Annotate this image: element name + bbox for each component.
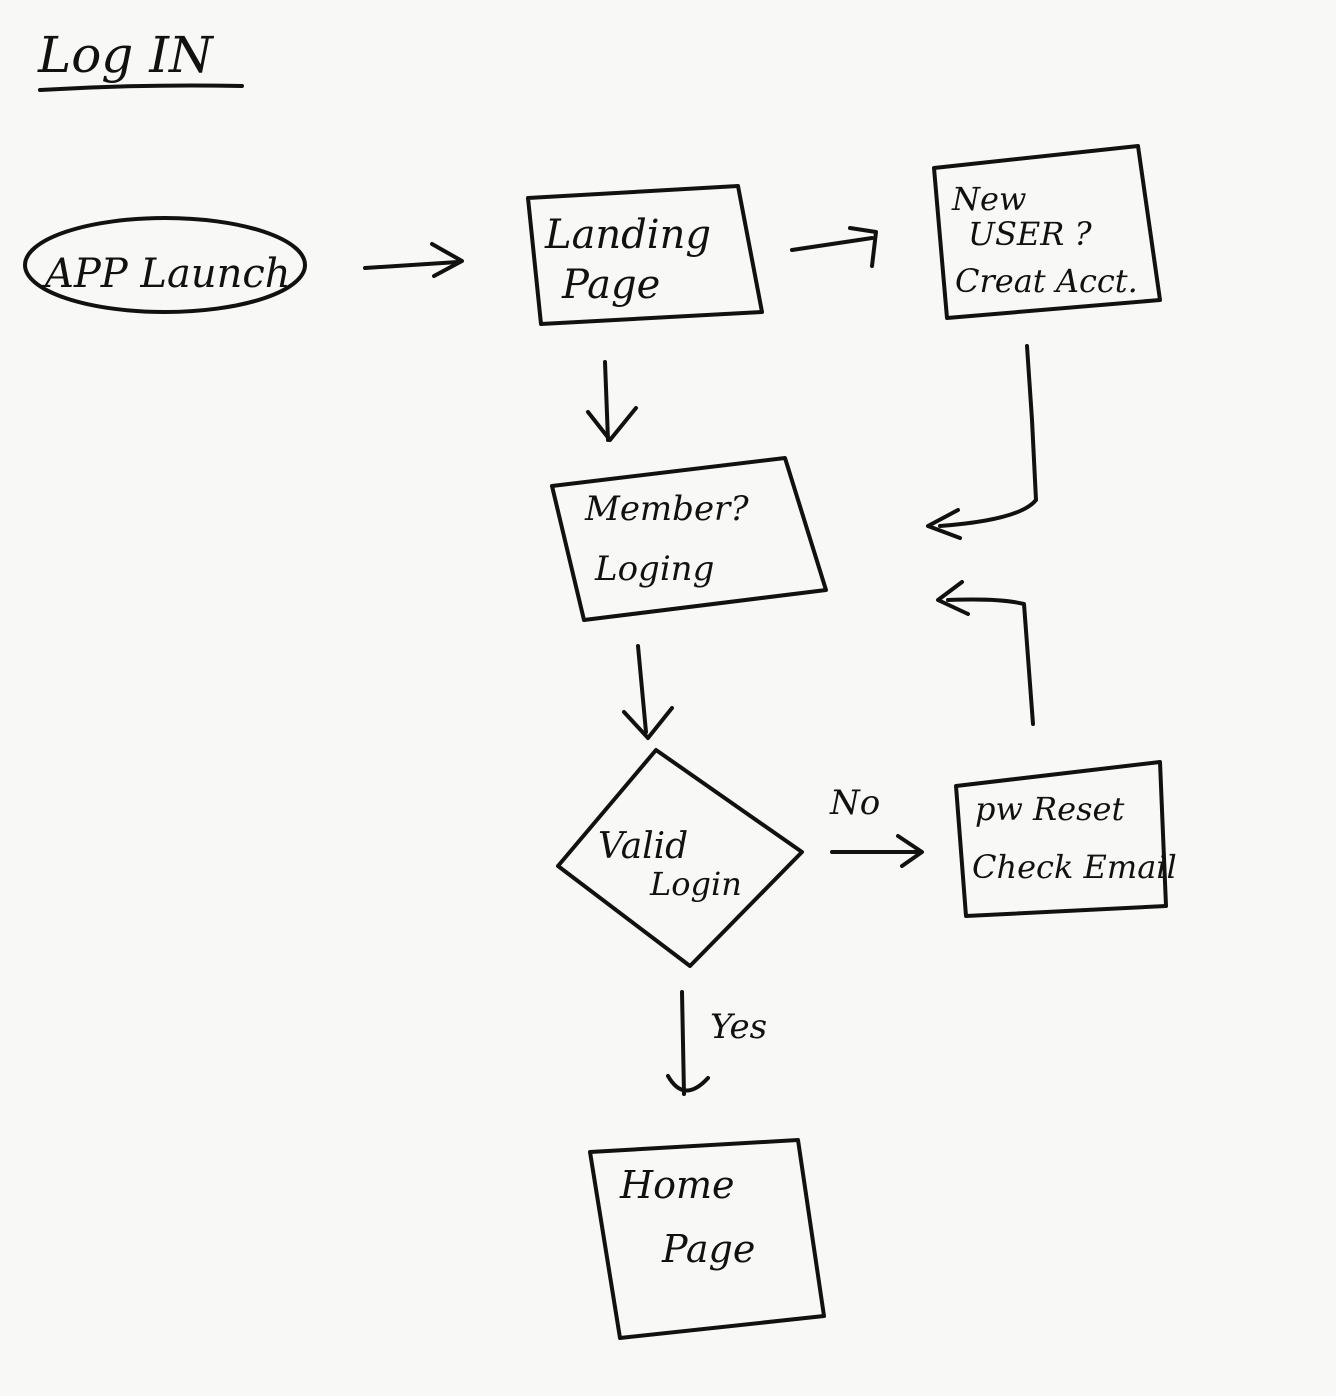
node-pw-reset: pw Reset Check Email bbox=[954, 760, 1177, 918]
valid-login-diamond bbox=[556, 748, 804, 968]
node-app-launch: APP Launch bbox=[23, 216, 307, 314]
landing-page-box bbox=[526, 184, 764, 326]
home-page-label-line1: Home bbox=[619, 1163, 735, 1207]
app-launch-oval bbox=[23, 216, 307, 314]
node-valid-login: Valid Login bbox=[556, 748, 804, 968]
node-new-user: New USER ? Creat Acct. bbox=[932, 144, 1162, 320]
edge-label-yes: Yes bbox=[710, 1007, 767, 1047]
member-login-label-line1: Member? bbox=[584, 489, 749, 529]
node-member-login: Member? Loging bbox=[550, 456, 828, 622]
member-login-box bbox=[550, 456, 828, 622]
landing-page-label-line1: Landing bbox=[544, 212, 711, 258]
arrow-pwreset-to-member bbox=[936, 580, 1035, 726]
pw-reset-label-line2: Check Email bbox=[972, 848, 1177, 886]
app-launch-label: APP Launch bbox=[41, 251, 291, 297]
arrow-landing-to-member bbox=[586, 360, 638, 442]
arrow-member-to-valid bbox=[622, 644, 674, 740]
edge-label-no: No bbox=[829, 783, 880, 823]
pw-reset-box bbox=[954, 760, 1168, 918]
landing-page-label-line2: Page bbox=[561, 262, 660, 308]
node-landing-page: Landing Page bbox=[526, 184, 764, 326]
new-user-box bbox=[932, 144, 1162, 320]
pw-reset-label-line1: pw Reset bbox=[975, 790, 1124, 828]
new-user-label-line3: Creat Acct. bbox=[955, 262, 1138, 300]
arrow-landing-to-newuser bbox=[790, 226, 878, 268]
arrow-valid-to-home bbox=[666, 990, 710, 1096]
new-user-label-line2: USER ? bbox=[968, 215, 1093, 253]
arrow-valid-to-pwreset bbox=[830, 834, 924, 868]
member-login-label-line2: Loging bbox=[594, 549, 714, 589]
valid-login-label-line2: Login bbox=[649, 865, 742, 903]
arrow-newuser-to-member bbox=[926, 344, 1038, 540]
node-home-page: Home Page bbox=[588, 1138, 826, 1340]
home-page-label-line2: Page bbox=[661, 1227, 755, 1271]
diagram-title: Log IN bbox=[37, 26, 215, 84]
valid-login-label-line1: Valid bbox=[598, 826, 688, 867]
arrow-launch-to-landing bbox=[363, 242, 464, 278]
home-page-box bbox=[588, 1138, 826, 1340]
new-user-label-line1: New bbox=[951, 180, 1026, 218]
title-underline bbox=[38, 83, 244, 92]
